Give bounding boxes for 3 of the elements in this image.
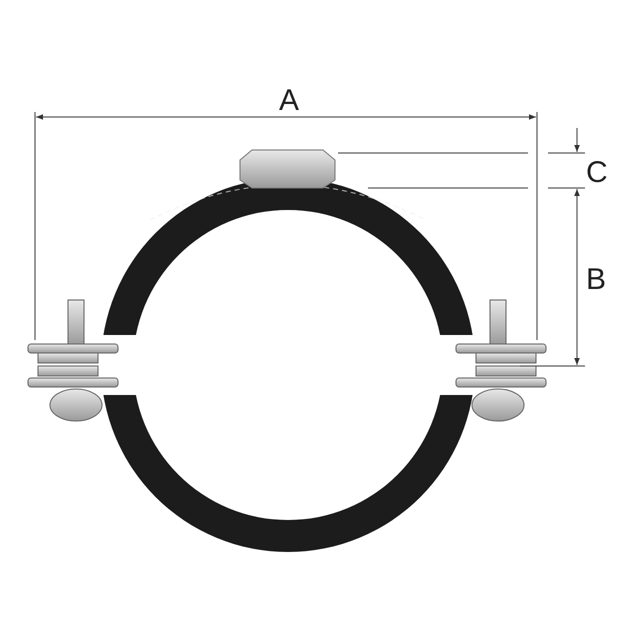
- dimension-label: A: [279, 86, 300, 116]
- dimension-label: C: [586, 158, 608, 188]
- dimension-label: B: [586, 265, 606, 295]
